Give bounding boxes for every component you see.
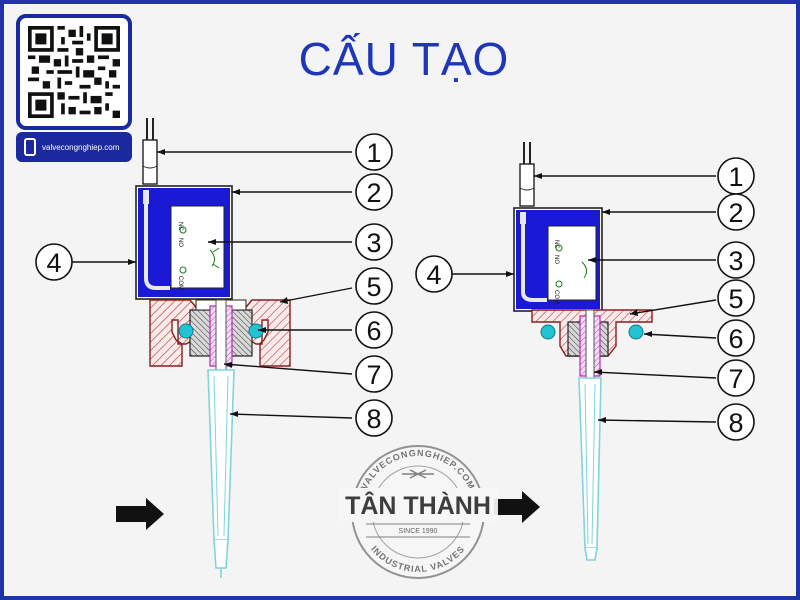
callout-marker: 3 [717,241,755,279]
o-ring-left-a [178,323,194,339]
qr-code[interactable] [16,14,132,130]
callout-marker: 7 [717,359,755,397]
callout-number: 5 [366,272,381,302]
switch-diagram-right: NC NO COM [452,142,717,561]
valve-icon [402,469,434,479]
arrowheads-right [506,173,652,423]
page-title: CẤU TẠO [298,33,510,85]
logo-since: SINCE 1990 [399,528,438,535]
callout-number: 6 [366,316,381,346]
callout-marker: 8 [717,403,755,441]
arrow-right-icon [116,498,164,530]
callout-marker: 1 [717,157,755,195]
website-url[interactable]: valvecongnghiep.com [42,142,120,152]
float-rod-right [578,377,602,561]
callout-number: 7 [728,364,743,394]
callout-marker: 8 [355,399,393,437]
switch-housing-right: NC NO COM [513,207,603,312]
leader-lines-left [72,151,353,419]
arrow-right-icon [494,491,540,523]
callout-marker: 4 [35,243,73,281]
logo-brand: TÂN THÀNH [345,490,491,520]
switch-diagram-left: NC NO COM [72,118,353,578]
callout-number: 6 [728,324,743,354]
callout-marker: 1 [355,133,393,171]
nc-label-right: NC [553,240,559,249]
callout-number: 1 [366,138,381,168]
callout-number: 3 [728,246,743,276]
brand-logo: VALVECONGNGHIEP.COM TÂN THÀNH SINCE 1990… [338,445,498,579]
com-label-left: COM [177,276,183,290]
callout-number: 1 [728,162,743,192]
callout-marker: 6 [717,319,755,357]
o-ring-right-a [540,324,556,340]
callout-number: 2 [366,178,381,208]
no-label-left: NO [177,238,183,247]
no-label-right: NO [553,255,559,264]
float-rod-left [207,369,235,578]
cable-left [142,118,158,185]
callout-number: 3 [366,228,381,258]
callout-marker: 4 [415,255,453,293]
callout-number: 2 [728,198,743,228]
callout-marker: 2 [355,173,393,211]
com-label-right: COM [553,290,559,304]
callout-marker: 2 [717,193,755,231]
callout-number: 4 [46,248,61,278]
callout-number: 8 [366,404,381,434]
callout-marker: 5 [355,267,393,305]
callout-number: 5 [728,284,743,314]
phone-icon [24,138,36,156]
callout-marker: 6 [355,311,393,349]
nc-label-left: NC [177,222,183,231]
callout-marker: 5 [717,279,755,317]
o-ring-right-b [628,324,644,340]
callout-marker: 3 [355,223,393,261]
callout-marker: 7 [355,355,393,393]
switch-housing-left: NC NO COM [135,185,233,300]
cable-right [519,142,535,207]
callout-number: 4 [426,260,441,290]
arrowheads-left [128,149,288,417]
leader-lines-right [452,175,717,423]
callout-number: 8 [728,408,743,438]
qr-code-icon [28,26,120,118]
website-badge[interactable]: valvecongnghiep.com [16,132,132,162]
callout-number: 7 [366,360,381,390]
callout-markers: 1 2 3 4 5 6 7 8 1 2 3 4 5 6 7 8 [35,133,755,441]
